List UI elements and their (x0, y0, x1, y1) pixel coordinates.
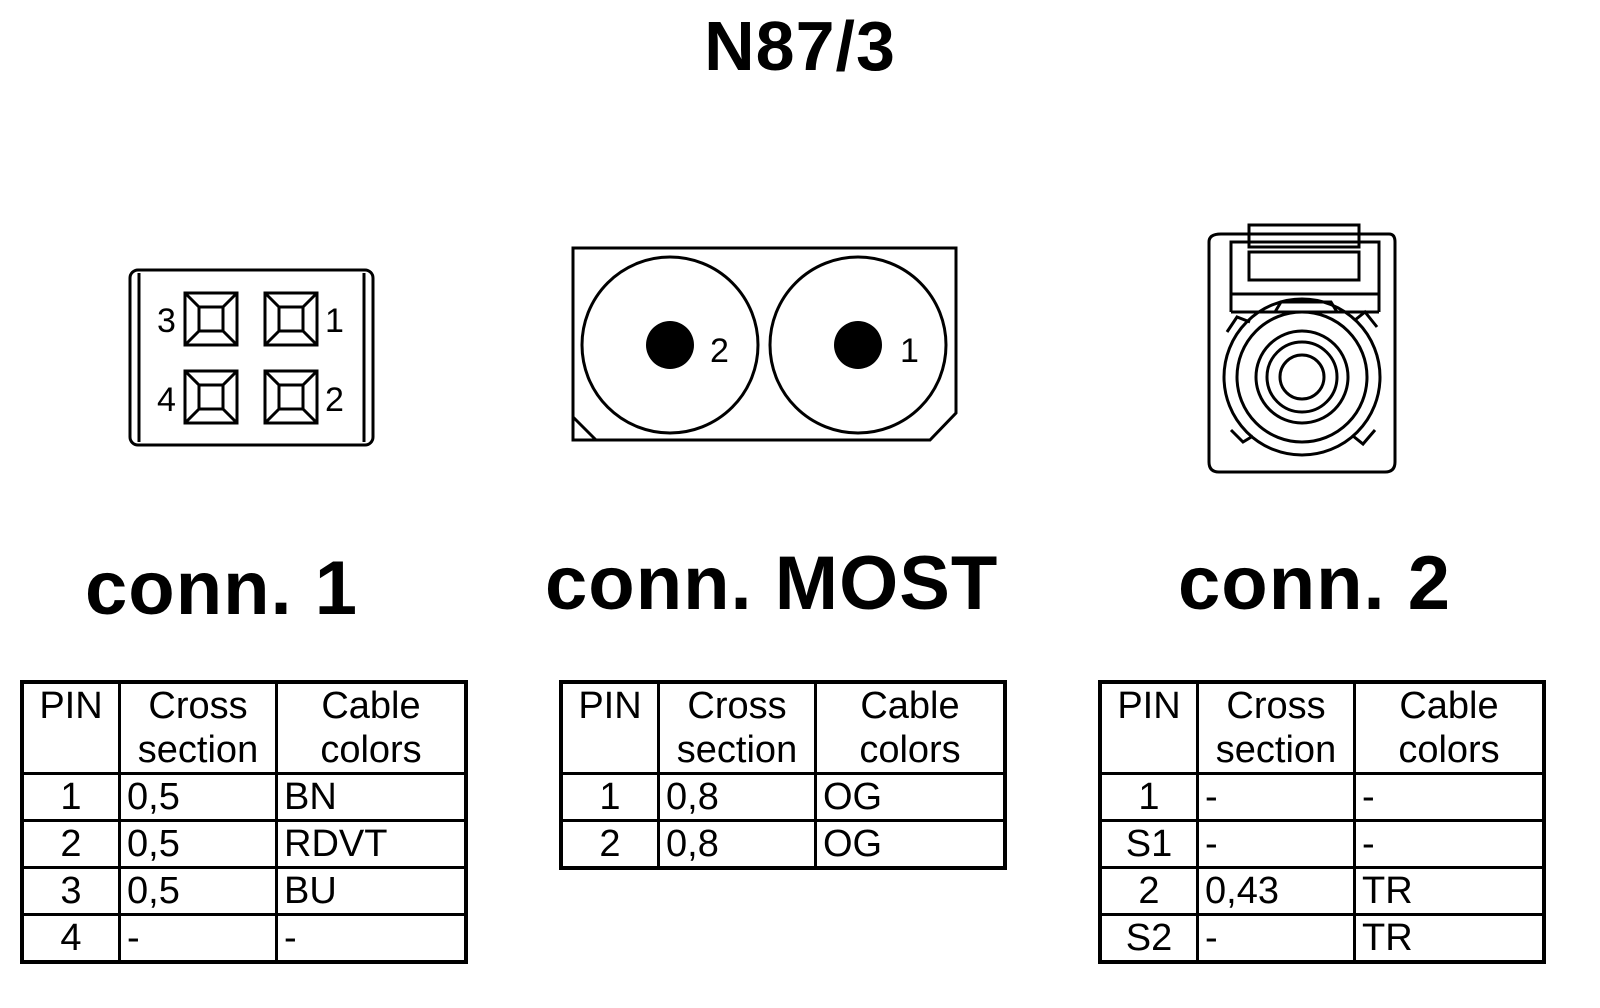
pin-3-square (183, 291, 239, 347)
table-row: 2 0,8 OG (559, 819, 1007, 870)
pin-cell: 2 (559, 819, 660, 870)
header-pin: PIN (1098, 680, 1199, 775)
cable-color-cell: - (1353, 819, 1546, 869)
pin-label-1: 1 (325, 302, 344, 340)
cable-color-cell: - (1353, 772, 1546, 822)
pin-label-4: 4 (157, 381, 176, 419)
cross-section-cell: - (1196, 913, 1356, 964)
header-cable-colors: Cable colors (1353, 680, 1546, 775)
table-row: 3 0,5 BU (20, 866, 468, 916)
most-pin-label-2: 2 (710, 332, 729, 370)
cross-section-cell: 0,5 (118, 819, 278, 869)
connector-most-drawing: 2 1 (571, 246, 958, 442)
connector-2-label: conn. 2 (1178, 541, 1452, 626)
pin-cell: S1 (1098, 819, 1199, 869)
pin-cell: 1 (559, 772, 660, 822)
header-cable-colors: Cable colors (814, 680, 1007, 775)
header-cross-section: Cross section (657, 680, 817, 775)
cross-section-cell: 0,5 (118, 772, 278, 822)
table-row: S2 - TR (1098, 913, 1546, 964)
header-cable-colors: Cable colors (275, 680, 468, 775)
cross-section-cell: - (1196, 819, 1356, 869)
pin-cell: 2 (1098, 866, 1199, 916)
most-pin-label-1: 1 (900, 332, 919, 370)
connector-2-pin-table: PIN Cross section Cable colors 1 - - S1 … (1098, 680, 1546, 964)
table-row: 2 0,5 RDVT (20, 819, 468, 869)
cable-color-cell: - (275, 913, 468, 964)
pin-cell: S2 (1098, 913, 1199, 964)
cross-section-cell: - (118, 913, 278, 964)
cable-color-cell: OG (814, 772, 1007, 822)
most-pin-2-contact (646, 321, 694, 369)
pin-label-3: 3 (157, 302, 176, 340)
table-header-row: PIN Cross section Cable colors (20, 680, 468, 775)
table-row: 1 0,5 BN (20, 772, 468, 822)
cable-color-cell: RDVT (275, 819, 468, 869)
connector-most-pin-table: PIN Cross section Cable colors 1 0,8 OG … (559, 680, 1007, 870)
connector-2-drawing (1207, 223, 1397, 474)
pin-2-square (263, 369, 319, 425)
header-pin: PIN (559, 680, 660, 775)
cross-section-cell: 0,5 (118, 866, 278, 916)
diagram-title: N87/3 (704, 7, 896, 85)
table-header-row: PIN Cross section Cable colors (559, 680, 1007, 775)
pin-cell: 1 (1098, 772, 1199, 822)
header-cross-section: Cross section (1196, 680, 1356, 775)
most-pin-1-contact (834, 321, 882, 369)
header-cross-section: Cross section (118, 680, 278, 775)
cross-section-cell: - (1196, 772, 1356, 822)
pin-cell: 4 (20, 913, 121, 964)
cross-section-cell: 0,8 (657, 819, 817, 870)
pin-label-2: 2 (325, 381, 344, 419)
table-row: S1 - - (1098, 819, 1546, 869)
pin-4-square (183, 369, 239, 425)
connector-most-label: conn. MOST (545, 541, 999, 626)
cable-color-cell: BU (275, 866, 468, 916)
connector-1-pin-table: PIN Cross section Cable colors 1 0,5 BN … (20, 680, 468, 964)
cable-color-cell: OG (814, 819, 1007, 870)
pin-cell: 3 (20, 866, 121, 916)
table-header-row: PIN Cross section Cable colors (1098, 680, 1546, 775)
table-row: 1 - - (1098, 772, 1546, 822)
table-row: 1 0,8 OG (559, 772, 1007, 822)
coax-housing-outline (1207, 232, 1397, 474)
connector-1-label: conn. 1 (85, 546, 359, 631)
table-row: 2 0,43 TR (1098, 866, 1546, 916)
cable-color-cell: BN (275, 772, 468, 822)
pin-cell: 2 (20, 819, 121, 869)
connector-1-drawing: 3 1 4 2 (128, 268, 375, 447)
pin-1-square (263, 291, 319, 347)
cable-color-cell: TR (1353, 866, 1546, 916)
table-row: 4 - - (20, 913, 468, 964)
cross-section-cell: 0,8 (657, 772, 817, 822)
cross-section-cell: 0,43 (1196, 866, 1356, 916)
pin-cell: 1 (20, 772, 121, 822)
cable-color-cell: TR (1353, 913, 1546, 964)
header-pin: PIN (20, 680, 121, 775)
